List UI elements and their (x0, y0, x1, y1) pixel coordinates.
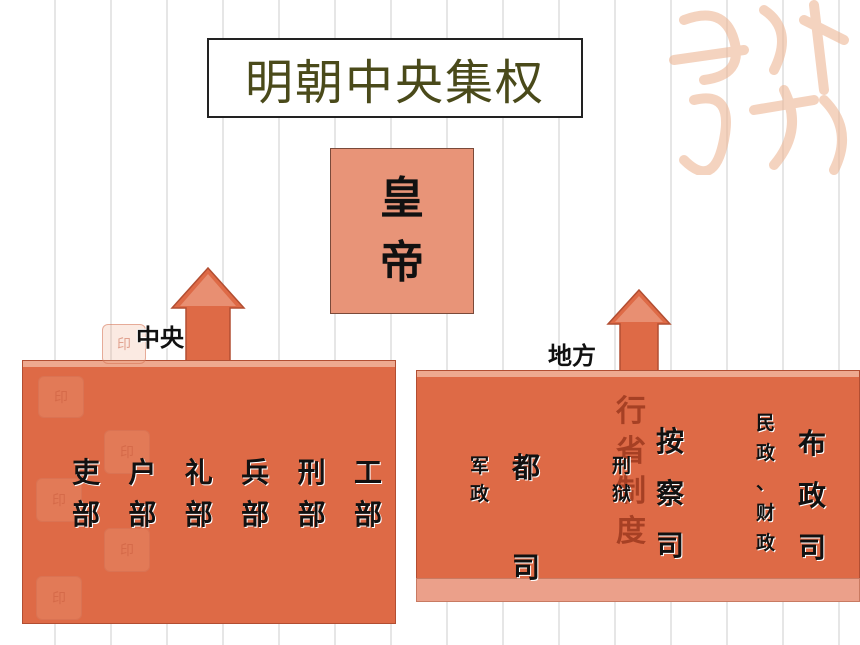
office-duty-military: 军 政 (470, 455, 490, 505)
ministry-war: 兵 部 (241, 456, 270, 531)
seal-stamp-icon: 印 (102, 324, 146, 364)
decorative-calligraphy-watermark (664, 0, 860, 177)
page-title: 明朝中央集权 (207, 38, 583, 118)
office-duty-justice: 刑 狱 (612, 455, 632, 505)
ministries-row: 吏 部 户 部 礼 部 兵 部 刑 部 工 部 (72, 452, 382, 536)
ministry-rites: 礼 部 (184, 456, 213, 531)
seal-stamp-icon: 印 (36, 478, 82, 522)
provincial-system-label: 行 省 制 度 (616, 394, 646, 549)
ministry-personnel: 吏 部 (72, 456, 101, 531)
office-anchasi: 按 察 司 (656, 425, 685, 562)
ministry-revenue: 户 部 (128, 456, 157, 531)
local-panel-base (416, 578, 860, 602)
local-label: 地方 (548, 341, 596, 370)
emperor-char: 帝 (380, 237, 424, 288)
calligraphy-strokes-icon (669, 0, 849, 177)
central-label: 中央 (136, 323, 184, 352)
office-duty-civil-finance: 民 政 、 财 政 (756, 412, 776, 554)
seal-stamp-icon: 印 (36, 576, 82, 620)
ministry-justice: 刑 部 (297, 456, 326, 531)
emperor-box: 皇 帝 (330, 148, 474, 314)
seal-stamp-icon: 印 (104, 528, 150, 572)
office-buzhengsi: 布 政 司 (798, 427, 827, 564)
seal-stamp-icon: 印 (38, 376, 84, 418)
seal-stamp-icon: 印 (104, 430, 150, 474)
ministry-works: 工 部 (353, 456, 382, 531)
local-government-panel (416, 370, 860, 580)
central-government-panel (22, 360, 396, 624)
emperor-char: 皇 (380, 173, 424, 224)
local-arrow-icon (606, 288, 672, 375)
office-dusi: 都 司 (512, 451, 541, 584)
